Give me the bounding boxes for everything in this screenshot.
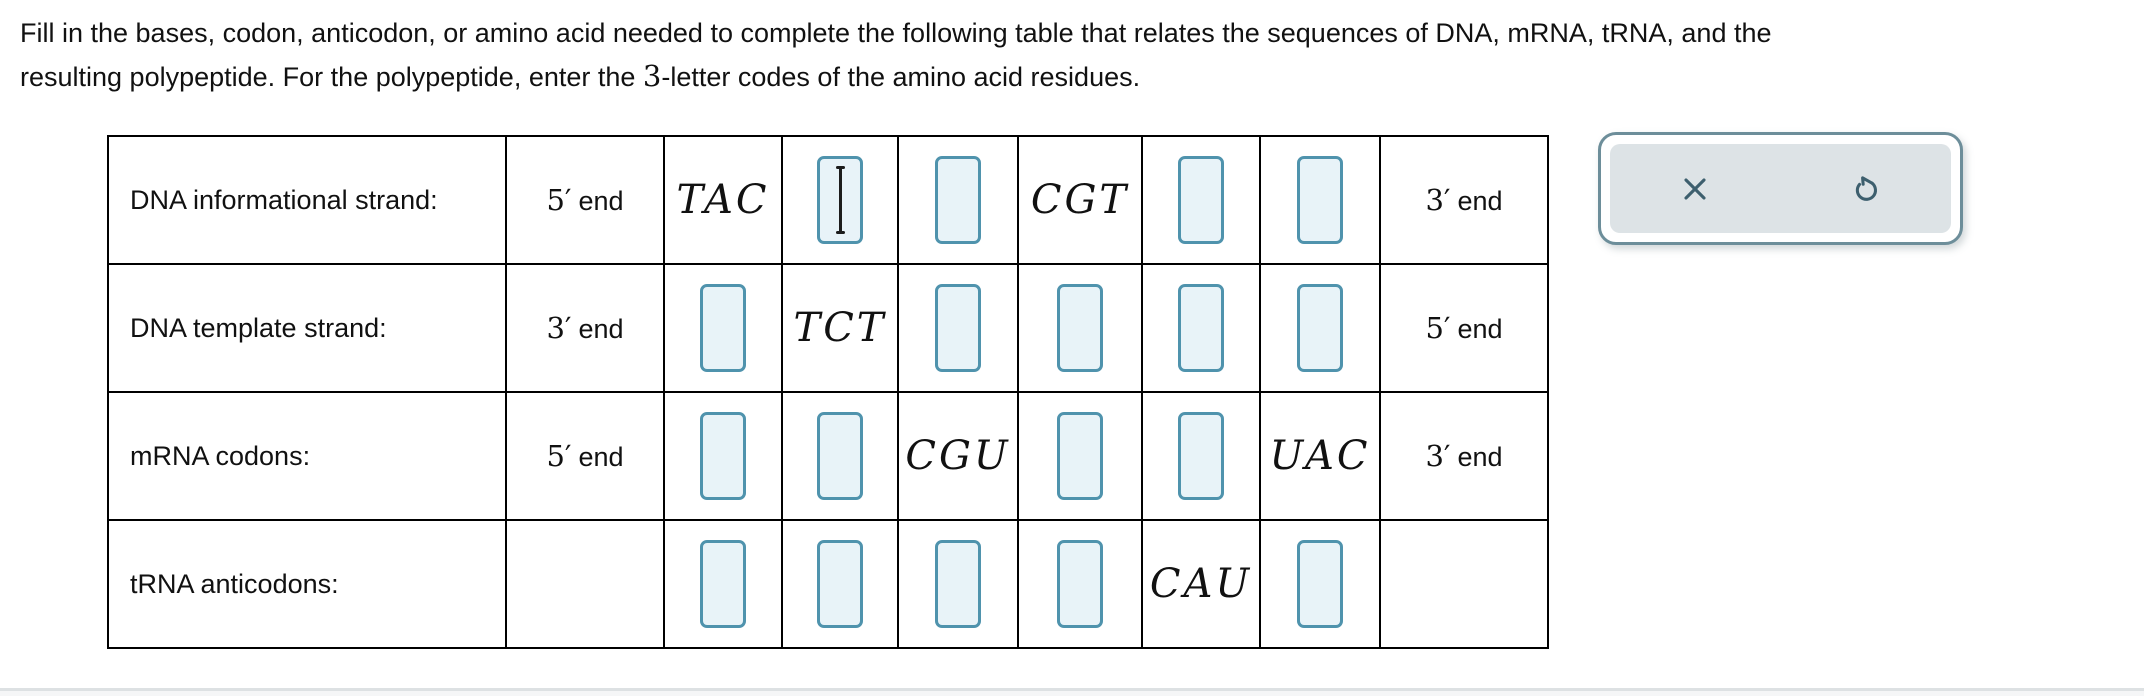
codon-text: TAC: [676, 177, 770, 223]
codon-text: UAC: [1269, 433, 1371, 479]
table-row-dna-template: DNA template strand: 3′end TCT 5′end: [107, 263, 1549, 393]
answer-input[interactable]: [1297, 540, 1343, 628]
answer-input[interactable]: [1178, 284, 1224, 372]
answer-input-focused[interactable]: [817, 156, 863, 244]
page-divider: [0, 688, 2144, 696]
answer-input[interactable]: [1178, 156, 1224, 244]
answer-input[interactable]: [1057, 412, 1103, 500]
codon-text: CGU: [905, 433, 1011, 479]
strand-end-label: 5′end: [505, 135, 665, 265]
codon-text: CGT: [1030, 177, 1130, 223]
row-label: tRNA anticodons:: [130, 568, 339, 599]
undo-button[interactable]: [1781, 144, 1952, 233]
strand-end-label: 3′end: [505, 263, 665, 393]
table-row-trna-anticodons: tRNA anticodons: CAU: [107, 519, 1549, 649]
answer-input[interactable]: [817, 540, 863, 628]
answer-input[interactable]: [817, 412, 863, 500]
strand-end-label: 5′end: [505, 391, 665, 521]
codon-text: TCT: [793, 305, 887, 351]
answer-input[interactable]: [1057, 540, 1103, 628]
sequence-table: DNA informational strand: 5′end TAC CGT …: [107, 135, 1549, 649]
text-caret: [835, 166, 845, 234]
x-icon: [1679, 173, 1711, 205]
answer-toolbar: [1598, 132, 1963, 245]
strand-end-label: [505, 519, 665, 649]
answer-input[interactable]: [700, 412, 746, 500]
row-label: DNA template strand:: [130, 312, 387, 343]
answer-input[interactable]: [700, 540, 746, 628]
strand-end-label: 3′end: [1379, 391, 1549, 521]
undo-icon: [1849, 172, 1883, 206]
table-row-dna-informational: DNA informational strand: 5′end TAC CGT …: [107, 135, 1549, 265]
question-text-line1: Fill in the bases, codon, anticodon, or …: [20, 18, 1772, 48]
answer-input[interactable]: [935, 284, 981, 372]
answer-toolbar-inner: [1610, 144, 1951, 233]
answer-input[interactable]: [1297, 284, 1343, 372]
clear-button[interactable]: [1610, 144, 1781, 233]
strand-end-label: 5′end: [1379, 263, 1549, 393]
question-text: Fill in the bases, codon, anticodon, or …: [20, 12, 1772, 99]
answer-input[interactable]: [1297, 156, 1343, 244]
table-row-mrna-codons: mRNA codons: 5′end CGU UAC 3′end: [107, 391, 1549, 521]
codon-text: CAU: [1149, 561, 1253, 607]
answer-input[interactable]: [935, 156, 981, 244]
math-number: 3: [642, 59, 662, 93]
row-label: mRNA codons:: [130, 440, 311, 471]
question-text-line2: resulting polypeptide. For the polypepti…: [20, 59, 1141, 93]
answer-input[interactable]: [1178, 412, 1224, 500]
row-label: DNA informational strand:: [130, 184, 438, 215]
answer-input[interactable]: [700, 284, 746, 372]
answer-input[interactable]: [1057, 284, 1103, 372]
strand-end-label: 3′end: [1379, 135, 1549, 265]
strand-end-label: [1379, 519, 1549, 649]
answer-input[interactable]: [935, 540, 981, 628]
